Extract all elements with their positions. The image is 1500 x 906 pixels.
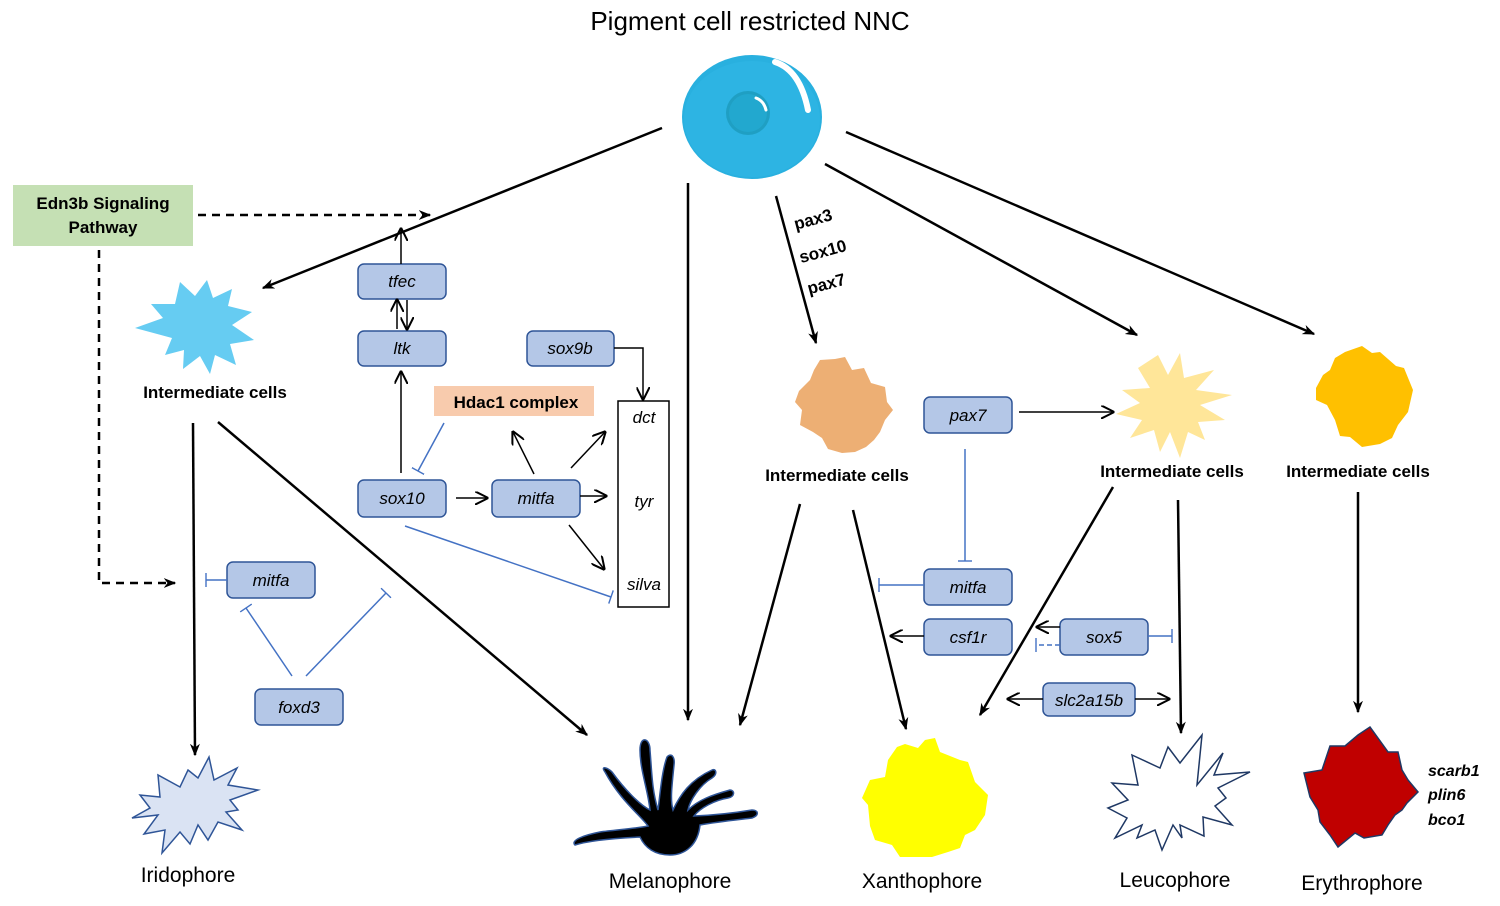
foxd3-inhibits-mitfa — [239, 603, 293, 677]
gene-box-csf1r: csf1r — [923, 618, 1013, 656]
xanthoblast-to-melanophore-arrow — [738, 503, 802, 727]
intermediate-label-leucophore: Intermediate cells — [1100, 462, 1244, 481]
leucoblast-to-xanthophore-arrow — [978, 486, 1115, 717]
hdac1-complex-box: Hdac1 complex — [434, 386, 594, 416]
svg-text:sox9b: sox9b — [547, 339, 592, 358]
intermediate-label-iridophore: Intermediate cells — [143, 383, 287, 402]
foxd3-inhibits-melanophore — [305, 587, 392, 677]
intermediate-cell-xanthophore — [795, 357, 893, 453]
iridophore-label: Iridophore — [141, 864, 236, 887]
target-tyr: tyr — [635, 492, 655, 511]
gene-box-sox5: sox5 — [1059, 618, 1149, 656]
arrow-label-sox10: sox10 — [797, 236, 848, 267]
nnc-cell — [682, 55, 822, 179]
svg-text:sox10: sox10 — [379, 489, 425, 508]
leucophore-label: Leucophore — [1120, 869, 1231, 892]
nnc-to-xanthoblast-arrow — [774, 195, 818, 345]
mitfa-to-dct-arrow — [570, 432, 605, 469]
gene-box-slc2a15b: slc2a15b — [1042, 682, 1136, 717]
target-silva: silva — [627, 575, 661, 594]
hdac1-inhibits-sox10 — [411, 422, 445, 475]
svg-text:mitfa: mitfa — [950, 578, 987, 597]
mitfa-to-silva-arrow — [568, 524, 604, 569]
edn3b-label-line1: Edn3b Signaling — [36, 194, 169, 213]
arrow-label-pax3: pax3 — [792, 205, 834, 233]
iridophore-cell — [131, 754, 261, 856]
erythrophore-gene-bco1: bco1 — [1428, 812, 1465, 829]
nnc-to-leucoblast-arrow — [824, 162, 1139, 337]
intermediate-label-erythrophore: Intermediate cells — [1286, 462, 1430, 481]
intermediate-cell-leucophore — [1116, 353, 1232, 458]
svg-text:mitfa: mitfa — [518, 489, 555, 508]
diagram-title: Pigment cell restricted NNC — [590, 6, 909, 36]
svg-text:sox5: sox5 — [1086, 628, 1122, 647]
arrow-label-pax7: pax7 — [805, 270, 847, 298]
erythrophore-cell — [1303, 725, 1420, 849]
edn3b-label-line2: Pathway — [69, 218, 139, 237]
gene-box-pax7: pax7 — [923, 396, 1013, 434]
intermediate-label-xanthophore: Intermediate cells — [765, 466, 909, 485]
gene-box-tfec: tfec — [357, 263, 447, 300]
edn3b-signaling-box: Edn3b Signaling Pathway — [13, 185, 193, 246]
leucophore-cell — [1106, 732, 1251, 853]
gene-box-mitfa-xanthophore: mitfa — [923, 568, 1013, 606]
sox9b-to-targets-arrow — [614, 347, 643, 399]
edn3b-to-iridophore-arrow — [97, 250, 177, 588]
svg-text:pax7: pax7 — [949, 406, 987, 425]
svg-text:csf1r: csf1r — [950, 628, 988, 647]
svg-text:foxd3: foxd3 — [278, 698, 320, 717]
melanin-targets-box: dct tyr silva — [617, 400, 670, 608]
leucoblast-to-leucophore-arrow — [1175, 499, 1186, 735]
gene-box-sox9b: sox9b — [526, 330, 615, 367]
svg-text:Hdac1 complex: Hdac1 complex — [454, 393, 579, 412]
nnc-to-erythroblast-arrow — [845, 130, 1316, 336]
erythrophore-gene-scarb1: scarb1 — [1428, 763, 1480, 780]
svg-text:slc2a15b: slc2a15b — [1055, 691, 1123, 710]
gene-box-ltk: ltk — [357, 330, 447, 367]
erythrophore-label: Erythrophore — [1301, 872, 1422, 895]
mitfa-up-arrow — [513, 432, 535, 475]
to-iridophore-arrow — [189, 422, 200, 757]
xanthophore-cell — [862, 738, 988, 857]
gene-box-sox10: sox10 — [357, 479, 447, 518]
gene-box-mitfa-melanophore: mitfa — [491, 479, 581, 518]
melanophore-label: Melanophore — [609, 870, 732, 893]
sox10-inhibits-silva — [404, 525, 614, 604]
erythrophore-gene-plin6: plin6 — [1427, 787, 1465, 804]
svg-text:mitfa: mitfa — [253, 571, 290, 590]
intermediate-cell-iridophore — [135, 280, 254, 374]
target-dct: dct — [633, 408, 657, 427]
svg-text:ltk: ltk — [394, 339, 413, 358]
gene-box-foxd3: foxd3 — [254, 688, 344, 726]
xanthoblast-to-xanthophore-arrow — [851, 509, 909, 731]
iridoblast-to-melanophore-arrow — [217, 421, 588, 736]
melanophore-cell — [573, 739, 758, 856]
xanthophore-label: Xanthophore — [862, 870, 982, 893]
svg-text:tfec: tfec — [388, 272, 416, 291]
intermediate-cell-erythrophore — [1316, 346, 1413, 447]
nnc-to-iridoblast-arrow — [261, 126, 663, 290]
gene-box-mitfa-iridophore: mitfa — [226, 561, 316, 599]
